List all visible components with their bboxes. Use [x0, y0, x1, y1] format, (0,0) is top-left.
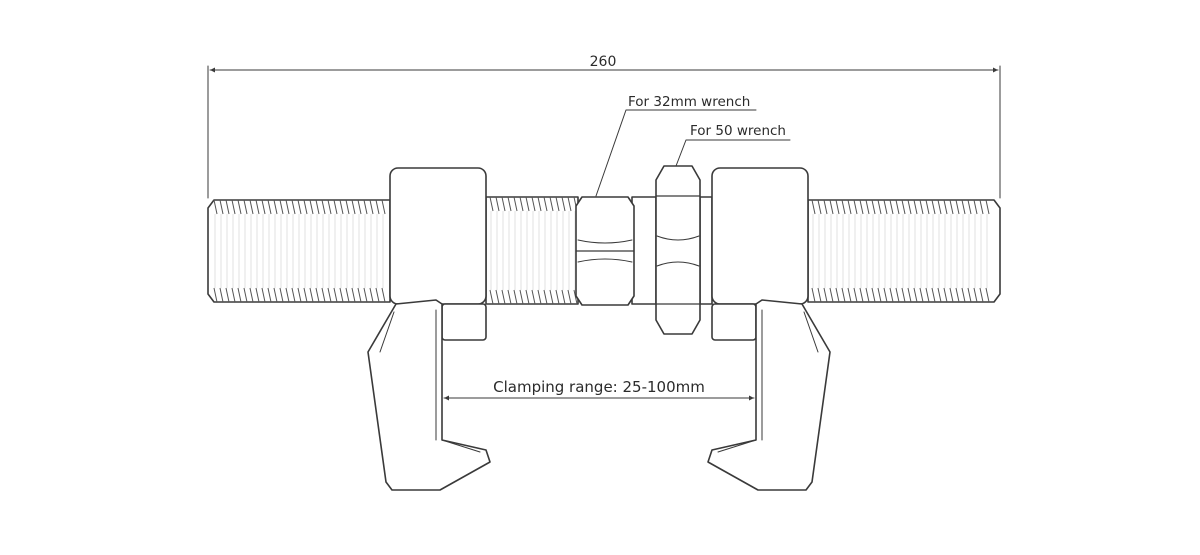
- callout-50: For 50 wrench: [675, 123, 791, 167]
- wrench-50-label: For 50 wrench: [690, 123, 786, 139]
- threaded-rod: [207, 196, 1001, 305]
- wrench-32mm-label: For 32mm wrench: [628, 94, 750, 110]
- callout-32mm: For 32mm wrench: [595, 94, 757, 197]
- overall-length-label: 260: [590, 54, 617, 70]
- right-jaw: [707, 167, 831, 491]
- overall-dimension: 260: [207, 54, 1001, 199]
- left-jaw: [367, 167, 491, 491]
- clamping-range-label: Clamping range: 25-100mm: [493, 378, 705, 396]
- clamping-range-dimension: Clamping range: 25-100mm: [443, 378, 755, 401]
- hex-nut-50: [655, 165, 701, 335]
- hex-nut-32mm: [575, 196, 635, 306]
